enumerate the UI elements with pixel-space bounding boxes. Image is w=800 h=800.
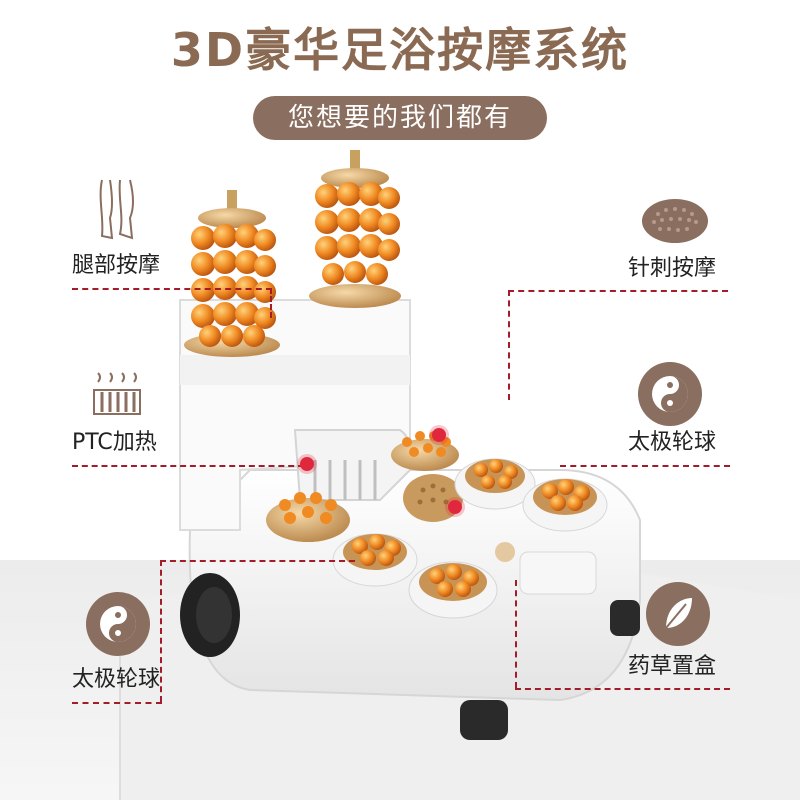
taiji-icon-right — [652, 376, 688, 412]
leg-icon — [99, 179, 134, 240]
herb-box-drawer — [519, 551, 597, 595]
callout-line-herb — [515, 688, 730, 690]
callout-line-acupressure — [508, 290, 728, 292]
heater-icon — [93, 372, 141, 415]
leaf-icon — [665, 598, 692, 629]
callout-line-taiji-left — [72, 702, 162, 704]
callout-line-taiji-left-v — [160, 560, 162, 702]
callout-line-ptc — [72, 465, 304, 467]
taiji-pod-4 — [522, 478, 608, 532]
callout-dot-spiky — [432, 428, 446, 442]
callout-line-acupressure-v — [508, 290, 510, 400]
callout-line-taiji-right — [560, 465, 730, 467]
control-button — [495, 542, 515, 562]
callout-line-taiji-left-h — [160, 560, 355, 562]
feature-ptc-heating: PTC加热 — [72, 430, 157, 455]
subtitle-banner: 您想要的我们都有 — [253, 96, 547, 140]
callout-line-leg-v — [270, 288, 272, 318]
callout-line-leg — [72, 288, 272, 290]
taiji-pod-1 — [332, 533, 418, 587]
callout-dot-ptc — [300, 457, 314, 471]
callout-dot-herb — [448, 500, 462, 514]
taiji-icon — [100, 606, 136, 642]
page-title: 3D豪华足浴按摩系统 — [170, 23, 630, 77]
spiky-massager-left — [266, 492, 350, 542]
feature-herb-box: 药草置盒 — [628, 654, 717, 679]
taiji-pod-2 — [408, 561, 498, 619]
feature-acupressure: 针刺按摩 — [628, 256, 717, 281]
feature-taiji-right: 太极轮球 — [628, 430, 717, 455]
leg-roller-right — [309, 150, 401, 308]
callout-line-herb-v — [515, 580, 517, 688]
caster-front — [460, 700, 508, 740]
feature-leg-massage: 腿部按摩 — [72, 253, 161, 278]
caster-right — [610, 600, 640, 636]
taiji-pod-3 — [454, 458, 536, 510]
feature-taiji-left: 太极轮球 — [72, 667, 161, 692]
leg-roller-left — [184, 190, 280, 357]
acupressure-pad-icon — [642, 199, 708, 243]
